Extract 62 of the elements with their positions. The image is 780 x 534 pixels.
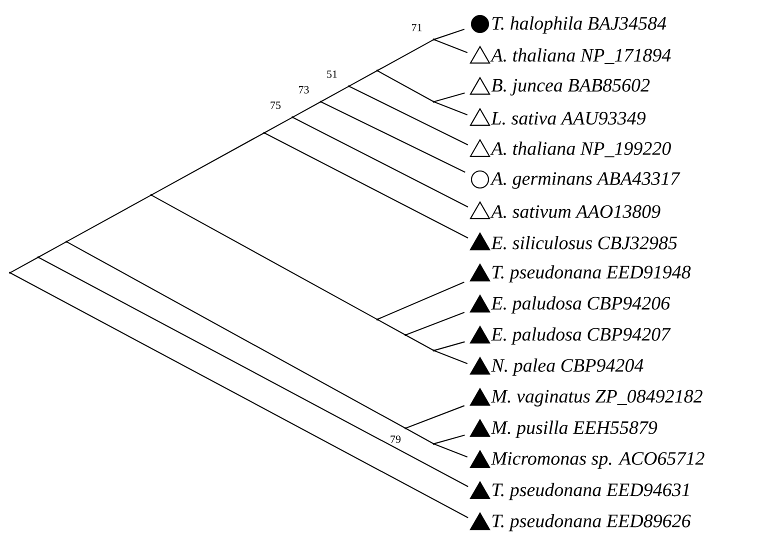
branch-line bbox=[264, 132, 468, 238]
support-value: 73 bbox=[298, 86, 310, 94]
branch-point bbox=[263, 132, 266, 134]
branch-line bbox=[434, 341, 465, 352]
branch-line bbox=[405, 334, 434, 352]
branch-line bbox=[264, 116, 293, 134]
branch-line bbox=[66, 194, 152, 242]
branch-line bbox=[348, 70, 378, 87]
branch-line bbox=[376, 70, 434, 102]
species-label: A. thaliana NP_199220 bbox=[490, 142, 671, 158]
branch-line bbox=[434, 350, 468, 364]
species-label: A. germinans ABA43317 bbox=[490, 172, 680, 189]
species-label: A. thaliana NP_171894 bbox=[490, 48, 671, 64]
species-label: N. palea CBP94204 bbox=[491, 358, 644, 376]
branch-line bbox=[292, 116, 468, 208]
species-label: E. paludosa CBP94207 bbox=[490, 327, 671, 345]
branch-line bbox=[348, 86, 468, 146]
branch-line bbox=[320, 101, 466, 173]
branch-point bbox=[432, 442, 435, 445]
branch-line bbox=[434, 101, 468, 116]
branch-point bbox=[432, 100, 435, 103]
species-label: T. pseudonana EED91948 bbox=[492, 265, 691, 282]
species-label: L. sativa AAU93349 bbox=[490, 112, 646, 125]
branch-line bbox=[376, 39, 434, 72]
species-label: E. paludosa CBP94206 bbox=[490, 296, 670, 314]
species-label: M. pusilla EEH55879 bbox=[490, 420, 658, 438]
branch-line bbox=[10, 256, 39, 274]
branch-line bbox=[66, 241, 406, 429]
branch-point bbox=[376, 318, 378, 320]
branch-point bbox=[376, 70, 378, 72]
species-label: B. juncea BAB85602 bbox=[491, 78, 650, 96]
branch-line bbox=[320, 86, 350, 102]
branch-line bbox=[292, 101, 322, 118]
branch-line bbox=[150, 194, 378, 320]
branch-line bbox=[405, 428, 434, 444]
support-value: 75 bbox=[270, 101, 282, 110]
branch-line bbox=[434, 92, 465, 102]
species-label: T. pseudonana EED89626 bbox=[492, 514, 691, 532]
branch-point bbox=[432, 350, 435, 352]
branch-point bbox=[37, 256, 40, 258]
branch-line bbox=[405, 405, 465, 429]
support-value: 51 bbox=[326, 70, 338, 78]
species-label: E. siliculosus CBJ32985 bbox=[490, 236, 677, 250]
species-label: A. sativum AAO13809 bbox=[490, 205, 660, 218]
species-label: Micromonas sp. ACO65712 bbox=[490, 452, 704, 469]
branch-line bbox=[377, 282, 464, 320]
branch-line bbox=[376, 318, 406, 336]
branch-line bbox=[38, 256, 468, 488]
branch-line bbox=[38, 241, 67, 258]
branch-line bbox=[434, 28, 465, 40]
branch-line bbox=[150, 132, 265, 196]
support-value: 71 bbox=[410, 23, 423, 32]
branch-line bbox=[405, 312, 465, 336]
branch-point bbox=[150, 194, 152, 196]
species-label: M. vaginatus ZP_08492182 bbox=[490, 390, 702, 407]
species-label: T. pseudonana EED94631 bbox=[492, 482, 689, 500]
branch-line bbox=[434, 443, 468, 458]
branch-line bbox=[434, 39, 468, 54]
branch-line bbox=[10, 272, 468, 518]
branch-line bbox=[434, 434, 465, 444]
species-label: T. halophila BAJ34584 bbox=[492, 16, 666, 34]
support-value: 79 bbox=[390, 435, 402, 444]
